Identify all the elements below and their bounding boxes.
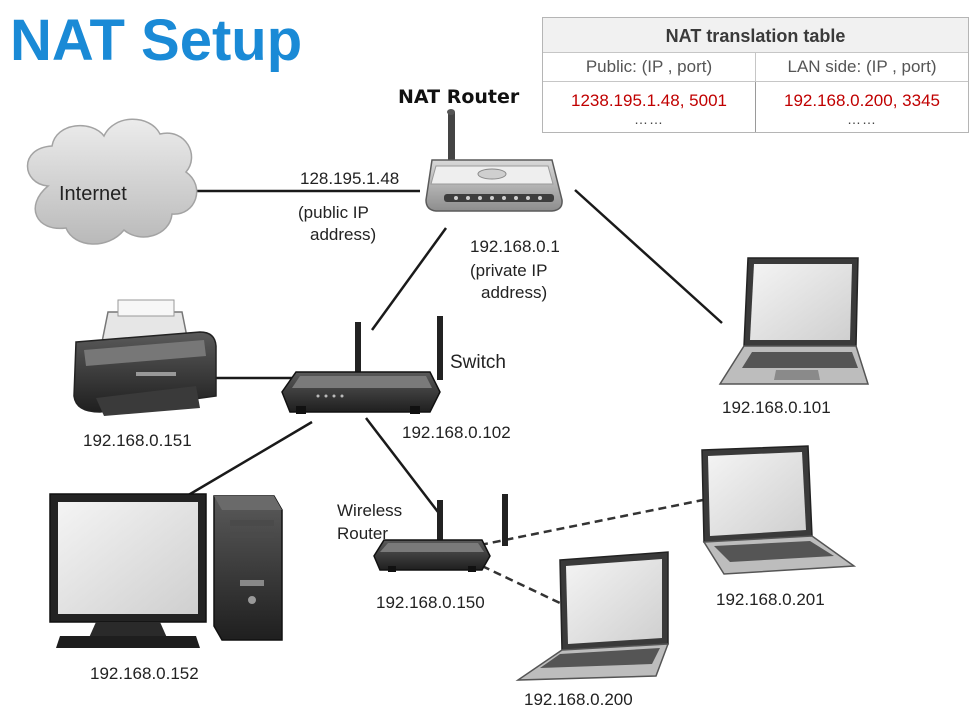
laptop-101-ip-label: 192.168.0.101 [722, 398, 831, 417]
laptop-201-ip-label: 192.168.0.201 [716, 590, 825, 609]
printer-icon [73, 299, 217, 416]
wireless-router-label-line1: Wireless [337, 501, 403, 520]
switch-ip-label: 192.168.0.102 [402, 423, 511, 442]
connection-lines [179, 189, 723, 513]
private-ip-note-line1: (private IP [470, 261, 548, 280]
wireless-link-laptop-201 [479, 498, 704, 547]
nat-column-lan: LAN side: (IP , port) [787, 57, 937, 76]
desktop-ip-label: 192.168.0.152 [90, 664, 199, 683]
nat-public-entry: 1238.195.1.48, 5001 [571, 91, 727, 110]
nat-public-ellipsis: …… [634, 111, 664, 127]
nat-router-label: NAT Router [398, 86, 520, 108]
public-ip-note-line1: (public IP [298, 203, 369, 222]
switch-icon [281, 316, 443, 414]
laptop-200-ip-label: 192.168.0.200 [524, 690, 633, 709]
private-ip-label: 192.168.0.1 [470, 237, 560, 256]
page-title: NAT Setup [10, 8, 303, 73]
wireless-links [479, 498, 704, 606]
laptop-201-icon [701, 445, 857, 575]
public-ip-label: 128.195.1.48 [300, 169, 400, 188]
link-router-switch [370, 227, 448, 331]
nat-router-icon [425, 109, 563, 212]
wireless-link-laptop-200 [481, 564, 563, 606]
link-switch-wireless [365, 417, 439, 513]
nat-table-header-row: Public: (IP , port) LAN side: (IP , port… [543, 53, 968, 82]
desktop-computer-icon [49, 493, 283, 648]
laptop-101-icon [718, 257, 870, 385]
printer-ip-label: 192.168.0.151 [83, 431, 192, 450]
link-switch-desktop [179, 420, 313, 502]
nat-translation-table: NAT translation table Public: (IP , port… [542, 17, 969, 133]
switch-label: Switch [450, 352, 506, 373]
wireless-router-icon [373, 494, 508, 572]
nat-lan-entry: 192.168.0.200, 3345 [784, 91, 940, 110]
nat-lan-ellipsis: …… [847, 111, 877, 127]
internet-label: Internet [59, 183, 127, 205]
nat-column-public: Public: (IP , port) [543, 53, 756, 81]
wireless-router-label-line2: Router [337, 524, 389, 543]
wireless-router-ip-label: 192.168.0.150 [376, 593, 485, 612]
laptop-200-icon [515, 551, 670, 681]
nat-table-title: NAT translation table [543, 18, 968, 53]
nat-table-row: 1238.195.1.48, 5001 …… 192.168.0.200, 33… [543, 82, 968, 132]
nat-cell-lan: 192.168.0.200, 3345 …… [756, 82, 968, 132]
public-ip-note-line2: address) [310, 225, 377, 244]
nat-cell-public: 1238.195.1.48, 5001 …… [543, 82, 756, 132]
private-ip-note-line2: address) [481, 283, 548, 302]
link-router-laptop [574, 189, 723, 324]
internet-cloud-icon [26, 118, 198, 245]
